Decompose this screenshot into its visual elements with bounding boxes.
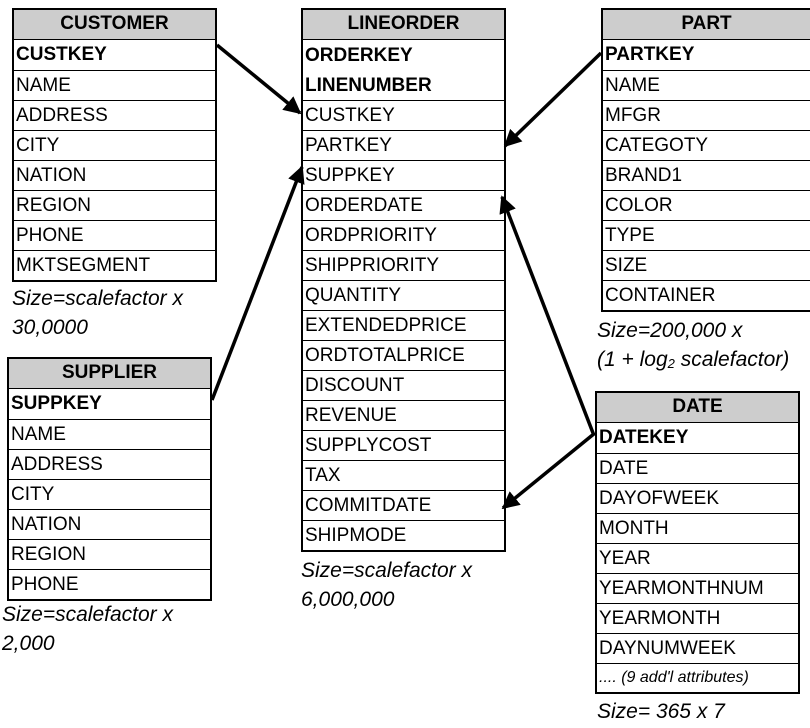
part-size-line2-pre: (1 + log <box>597 348 668 371</box>
supplier-city-field: CITY <box>9 480 210 510</box>
part-size-field: SIZE <box>603 251 810 281</box>
lineorder-shippriority-field: SHIPPRIORITY <box>303 251 504 281</box>
lineorder-ordpriority-field: ORDPRIORITY <box>303 221 504 251</box>
customer-size-line1: Size=scalefactor x <box>12 287 183 310</box>
customer-to-lineorder-arrow <box>215 43 302 115</box>
supplier-size-line1: Size=scalefactor x <box>2 603 173 626</box>
date-date-field: DATE <box>597 454 798 484</box>
lineorder-revenue-field: REVENUE <box>303 401 504 431</box>
part-table-title: PART <box>603 10 810 40</box>
lineorder-orderkey-field: ORDERKEY <box>305 45 413 66</box>
customer-size-note: Size=scalefactor x 30,0000 <box>12 284 183 342</box>
lineorder-custkey-field: CUSTKEY <box>303 101 504 131</box>
date-month-field: MONTH <box>597 514 798 544</box>
part-size-note: Size=200,000 x (1 + log2 scalefactor) <box>597 316 789 378</box>
lineorder-size-line1: Size=scalefactor x <box>301 559 472 582</box>
part-to-lineorder-arrow <box>503 51 603 148</box>
date-year-field: YEAR <box>597 544 798 574</box>
lineorder-linenumber-field: LINENUMBER <box>303 71 504 101</box>
customer-mktsegment-field: MKTSEGMENT <box>16 255 151 276</box>
lineorder-shipmode-field: SHIPMODE <box>305 525 407 546</box>
supplier-phone-field: PHONE <box>11 574 79 595</box>
part-size-line2-post: scalefactor) <box>674 348 790 371</box>
supplier-suppkey-field: SUPPKEY <box>9 389 210 420</box>
lineorder-table: LINEORDER ORDERKEY LINENUMBER CUSTKEY PA… <box>301 8 506 552</box>
date-size-note: Size= 365 x 7 <box>597 697 725 726</box>
part-name-field: NAME <box>603 71 810 101</box>
date-to-lineorder-commitdate-arrow <box>501 431 597 510</box>
supplier-address-field: ADDRESS <box>9 450 210 480</box>
part-type-field: TYPE <box>603 221 810 251</box>
supplier-nation-field: NATION <box>9 510 210 540</box>
date-datekey-field: DATEKEY <box>597 423 798 454</box>
date-to-lineorder-orderdate-arrow <box>499 195 595 434</box>
part-container-field: CONTAINER <box>605 285 716 306</box>
customer-custkey-field: CUSTKEY <box>14 40 215 71</box>
lineorder-supplycost-field: SUPPLYCOST <box>303 431 504 461</box>
supplier-region-field: REGION <box>9 540 210 570</box>
lineorder-orderdate-field: ORDERDATE <box>303 191 504 221</box>
date-size-line1: Size= 365 x 7 <box>597 700 725 723</box>
lineorder-extendedprice-field: EXTENDEDPRICE <box>303 311 504 341</box>
date-yearmonthnum-field: YEARMONTHNUM <box>597 574 798 604</box>
part-partkey-field: PARTKEY <box>603 40 810 71</box>
lineorder-quantity-field: QUANTITY <box>303 281 504 311</box>
supplier-size-line2: 2,000 <box>2 632 55 655</box>
lineorder-table-title: LINEORDER <box>303 10 504 40</box>
customer-size-line2: 30,0000 <box>12 316 88 339</box>
lineorder-discount-field: DISCOUNT <box>303 371 504 401</box>
part-size-line2: (1 + log2 scalefactor) <box>597 345 789 378</box>
date-additional-attributes-note: .... (9 add'l attributes) <box>599 669 749 686</box>
date-table-title: DATE <box>597 393 798 423</box>
lineorder-size-line2: 6,000,000 <box>301 588 395 611</box>
part-size-log-base: 2 <box>667 356 675 371</box>
customer-phone-field: PHONE <box>14 221 215 251</box>
lineorder-commitdate-field: COMMITDATE <box>303 491 504 521</box>
part-color-field: COLOR <box>603 191 810 221</box>
date-daynumweek-field: DAYNUMWEEK <box>597 634 798 664</box>
customer-address-field: ADDRESS <box>14 101 215 131</box>
customer-table: CUSTOMER CUSTKEY NAME ADDRESS CITY NATIO… <box>12 8 217 282</box>
lineorder-size-note: Size=scalefactor x 6,000,000 <box>301 556 472 614</box>
supplier-table-title: SUPPLIER <box>9 359 210 389</box>
part-brand1-field: BRAND1 <box>603 161 810 191</box>
date-dayofweek-field: DAYOFWEEK <box>597 484 798 514</box>
supplier-name-field: NAME <box>9 420 210 450</box>
customer-nation-field: NATION <box>14 161 215 191</box>
customer-name-field: NAME <box>14 71 215 101</box>
part-categoty-field: CATEGOTY <box>603 131 810 161</box>
date-yearmonth-field: YEARMONTH <box>597 604 798 634</box>
part-table: PART PARTKEY NAME MFGR CATEGOTY BRAND1 C… <box>601 8 810 312</box>
part-mfgr-field: MFGR <box>603 101 810 131</box>
customer-city-field: CITY <box>14 131 215 161</box>
supplier-to-lineorder-arrow <box>210 165 305 401</box>
part-size-line1: Size=200,000 x <box>597 319 743 342</box>
lineorder-ordtotalprice-field: ORDTOTALPRICE <box>303 341 504 371</box>
customer-table-title: CUSTOMER <box>14 10 215 40</box>
date-table: DATE DATEKEY DATE DAYOFWEEK MONTH YEAR Y… <box>595 391 800 694</box>
lineorder-tax-field: TAX <box>303 461 504 491</box>
lineorder-suppkey-field: SUPPKEY <box>303 161 504 191</box>
supplier-size-note: Size=scalefactor x 2,000 <box>2 600 173 658</box>
customer-region-field: REGION <box>14 191 215 221</box>
lineorder-partkey-field: PARTKEY <box>303 131 504 161</box>
supplier-table: SUPPLIER SUPPKEY NAME ADDRESS CITY NATIO… <box>7 357 212 601</box>
